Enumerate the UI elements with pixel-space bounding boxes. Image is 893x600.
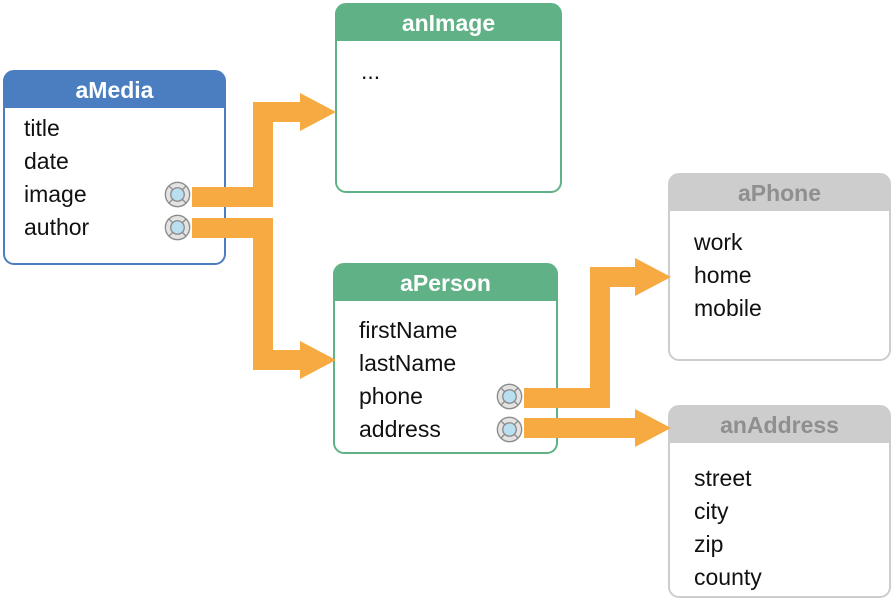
field-label: street [694,465,752,491]
field-label: phone [359,383,423,409]
field-row: address [359,413,556,446]
field-label: ... [361,58,381,84]
field-label: county [694,564,762,590]
field-row: lastName [359,347,556,380]
entity-aphone: aPhone work home mobile [668,173,891,361]
field-row: author [24,211,224,244]
field-label: address [359,416,441,442]
entity-amedia-body: title date image author [5,108,224,244]
field-label: date [24,148,69,174]
entity-anaddress: anAddress street city zip county [668,405,891,598]
entity-animage: anImage ... [335,3,562,193]
field-row: work [694,226,889,259]
field-label: title [24,115,60,141]
relationship-connector-icon [164,214,191,241]
field-row: ... [361,55,560,88]
field-row: city [694,495,889,528]
field-row: street [694,462,889,495]
field-label: mobile [694,295,762,321]
field-label: home [694,262,752,288]
relationship-connector-icon [496,383,523,410]
entity-aphone-title: aPhone [670,175,889,211]
entity-aphone-body: work home mobile [670,211,889,325]
field-label: work [694,229,743,255]
field-label: author [24,214,90,240]
field-row: county [694,561,889,594]
entity-aperson: aPerson firstName lastName phone address [333,263,558,454]
entity-aperson-body: firstName lastName phone address [335,301,556,446]
field-row: date [24,145,224,178]
entity-animage-body: ... [337,41,560,88]
field-row: mobile [694,292,889,325]
field-row: phone [359,380,556,413]
field-row: home [694,259,889,292]
entity-amedia: aMedia title date image author [3,70,226,265]
relationship-connector-icon [164,181,191,208]
field-label: zip [694,531,724,557]
field-label: city [694,498,729,524]
entity-amedia-title: aMedia [5,72,224,108]
field-row: zip [694,528,889,561]
field-label: lastName [359,350,457,376]
field-row: title [24,112,224,145]
relationship-connector-icon [496,416,523,443]
field-row: firstName [359,314,556,347]
field-row: image [24,178,224,211]
entity-anaddress-title: anAddress [670,407,889,443]
entity-aperson-title: aPerson [335,265,556,301]
entity-anaddress-body: street city zip county [670,443,889,594]
entity-animage-title: anImage [337,5,560,41]
field-label: image [24,181,87,207]
field-label: firstName [359,317,458,343]
